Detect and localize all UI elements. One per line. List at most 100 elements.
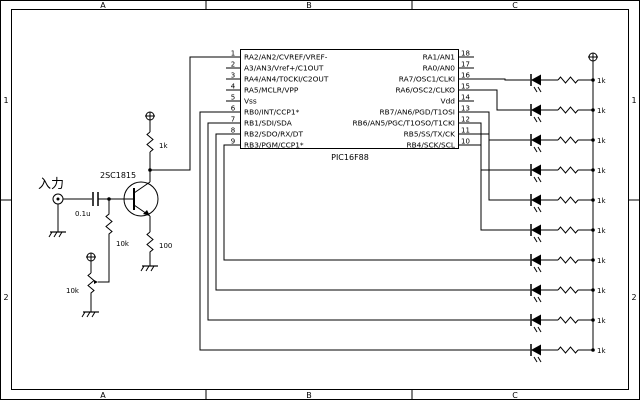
led-resistor-value: 1k: [597, 77, 606, 85]
ic-pin-label: RA0/AN0: [423, 64, 456, 73]
input-jack-icon: [52, 193, 64, 205]
ic-pin-label: RB5/SS/TX/CK: [404, 130, 455, 139]
led-row: 1k: [520, 284, 606, 303]
led-icon: [530, 284, 542, 303]
led-row: 1k: [520, 164, 606, 183]
ic-pin-number: 7: [231, 116, 235, 124]
led-resistor: [557, 196, 579, 204]
ic-pin-number: 5: [231, 94, 235, 102]
led-icon: [530, 134, 542, 153]
row-label-1-right: 1: [631, 96, 636, 105]
port-wire: [207, 122, 520, 321]
emitter-resistor-value: 100: [159, 242, 172, 250]
bias-resistor: [105, 199, 113, 252]
ic-pin-label: RB4/SCK/SCL: [406, 141, 455, 150]
ic-pin-label: RA2/AN2/CVREF/VREF-: [244, 53, 328, 62]
potentiometer-value: 10k: [66, 287, 80, 295]
ic-pin-number: 3: [231, 72, 235, 80]
led-icon: [530, 74, 542, 93]
led-resistor-value: 1k: [597, 317, 606, 325]
led-resistor: [557, 106, 579, 114]
column-label-a-top: A: [100, 1, 106, 10]
ic-pin-label: RB0/INT/CCP1*: [244, 108, 300, 117]
row-label-2-right: 2: [631, 293, 636, 302]
ic-pin-number: 13: [461, 105, 470, 113]
vcc-symbol-icon: [86, 252, 96, 262]
emitter-resistor: [146, 231, 154, 266]
ic-pin-number: 16: [461, 72, 470, 80]
port-wires: [199, 78, 520, 351]
led-row: 1k: [520, 314, 606, 333]
ic-pin-label: RB3/PGM/CCP1*: [244, 141, 304, 150]
led-resistor: [557, 286, 579, 294]
ic-pin-label: A3/AN3/Vref+/C1OUT: [244, 64, 324, 73]
led-resistor-value: 1k: [597, 137, 606, 145]
input-label: 入力: [38, 177, 64, 192]
port-wire: [199, 111, 520, 351]
port-wire: [223, 144, 520, 261]
led-resistor: [557, 256, 579, 264]
ic-pin-label: RA5/MCLR/VPP: [244, 86, 299, 95]
led-icon: [530, 314, 542, 333]
ic-pin-number: 9: [231, 138, 235, 146]
ground-icon: [81, 311, 99, 318]
ic-pin-label: RB6/AN5/PGC/T1OSO/T1CKI: [353, 119, 455, 128]
led-icon: [530, 164, 542, 183]
ic-pin-number: 10: [461, 138, 470, 146]
ic-pin-number: 4: [231, 83, 236, 91]
port-wire: [474, 89, 520, 111]
led-resistor: [557, 226, 579, 234]
transistor-label: 2SC1815: [100, 171, 136, 180]
ic-pin-number: 18: [461, 50, 470, 58]
led-resistor: [557, 136, 579, 144]
bias-resistor-value: 10k: [116, 240, 130, 248]
ic-pin-label: RA1/AN1: [423, 53, 456, 62]
led-resistor-value: 1k: [597, 347, 606, 355]
led-resistor: [557, 346, 579, 354]
ic-pin-number: 8: [231, 127, 235, 135]
led-resistor-value: 1k: [597, 287, 606, 295]
ic-pin-label: Vdd: [441, 97, 456, 106]
ic-pin-label: RA6/OSC2/CLKO: [396, 86, 456, 95]
collector-resistor-value: 1k: [159, 142, 168, 150]
ic-pin-label: Vss: [244, 97, 257, 106]
port-wire: [215, 133, 520, 291]
led-icon: [530, 224, 542, 243]
ic-pin-number: 6: [231, 105, 236, 113]
led-icon: [530, 254, 542, 273]
column-label-c-top: C: [512, 1, 518, 10]
column-label-b-bottom: B: [306, 391, 312, 400]
row-label-2-left: 2: [3, 293, 8, 302]
vcc-symbol-icon: [588, 52, 598, 62]
led-resistor-value: 1k: [597, 107, 606, 115]
column-label-a-bottom: A: [100, 391, 106, 400]
ic-pin-label: RA7/OSC1/CLKI: [399, 75, 455, 84]
port-wire: [474, 78, 520, 81]
ic-pin-number: 11: [461, 127, 470, 135]
ic-pin-number: 12: [461, 116, 470, 124]
led-resistor: [557, 76, 579, 84]
led-resistor-value: 1k: [597, 167, 606, 175]
port-wire: [474, 111, 520, 141]
column-label-c-bottom: C: [512, 391, 518, 400]
led-resistor-value: 1k: [597, 257, 606, 265]
transistor-icon: [123, 181, 159, 217]
ic-pin-label: RB1/SDI/SDA: [244, 119, 292, 128]
led-icon: [530, 344, 542, 363]
ic-pin-label: RB7/AN6/PGD/T1OSI: [380, 108, 455, 117]
ic-pin-number: 1: [231, 50, 235, 58]
ic-name: PIC16F88: [331, 153, 369, 162]
ic-pin-label: RA4/AN4/T0CKI/C2OUT: [244, 75, 329, 84]
led-resistor-value: 1k: [597, 197, 606, 205]
row-label-1-left: 1: [3, 96, 8, 105]
ground-icon: [140, 265, 158, 272]
column-label-b-top: B: [306, 1, 312, 10]
led-row: 1k: [520, 344, 606, 363]
vcc-symbol-icon: [145, 111, 155, 121]
port-wire: [474, 144, 520, 231]
